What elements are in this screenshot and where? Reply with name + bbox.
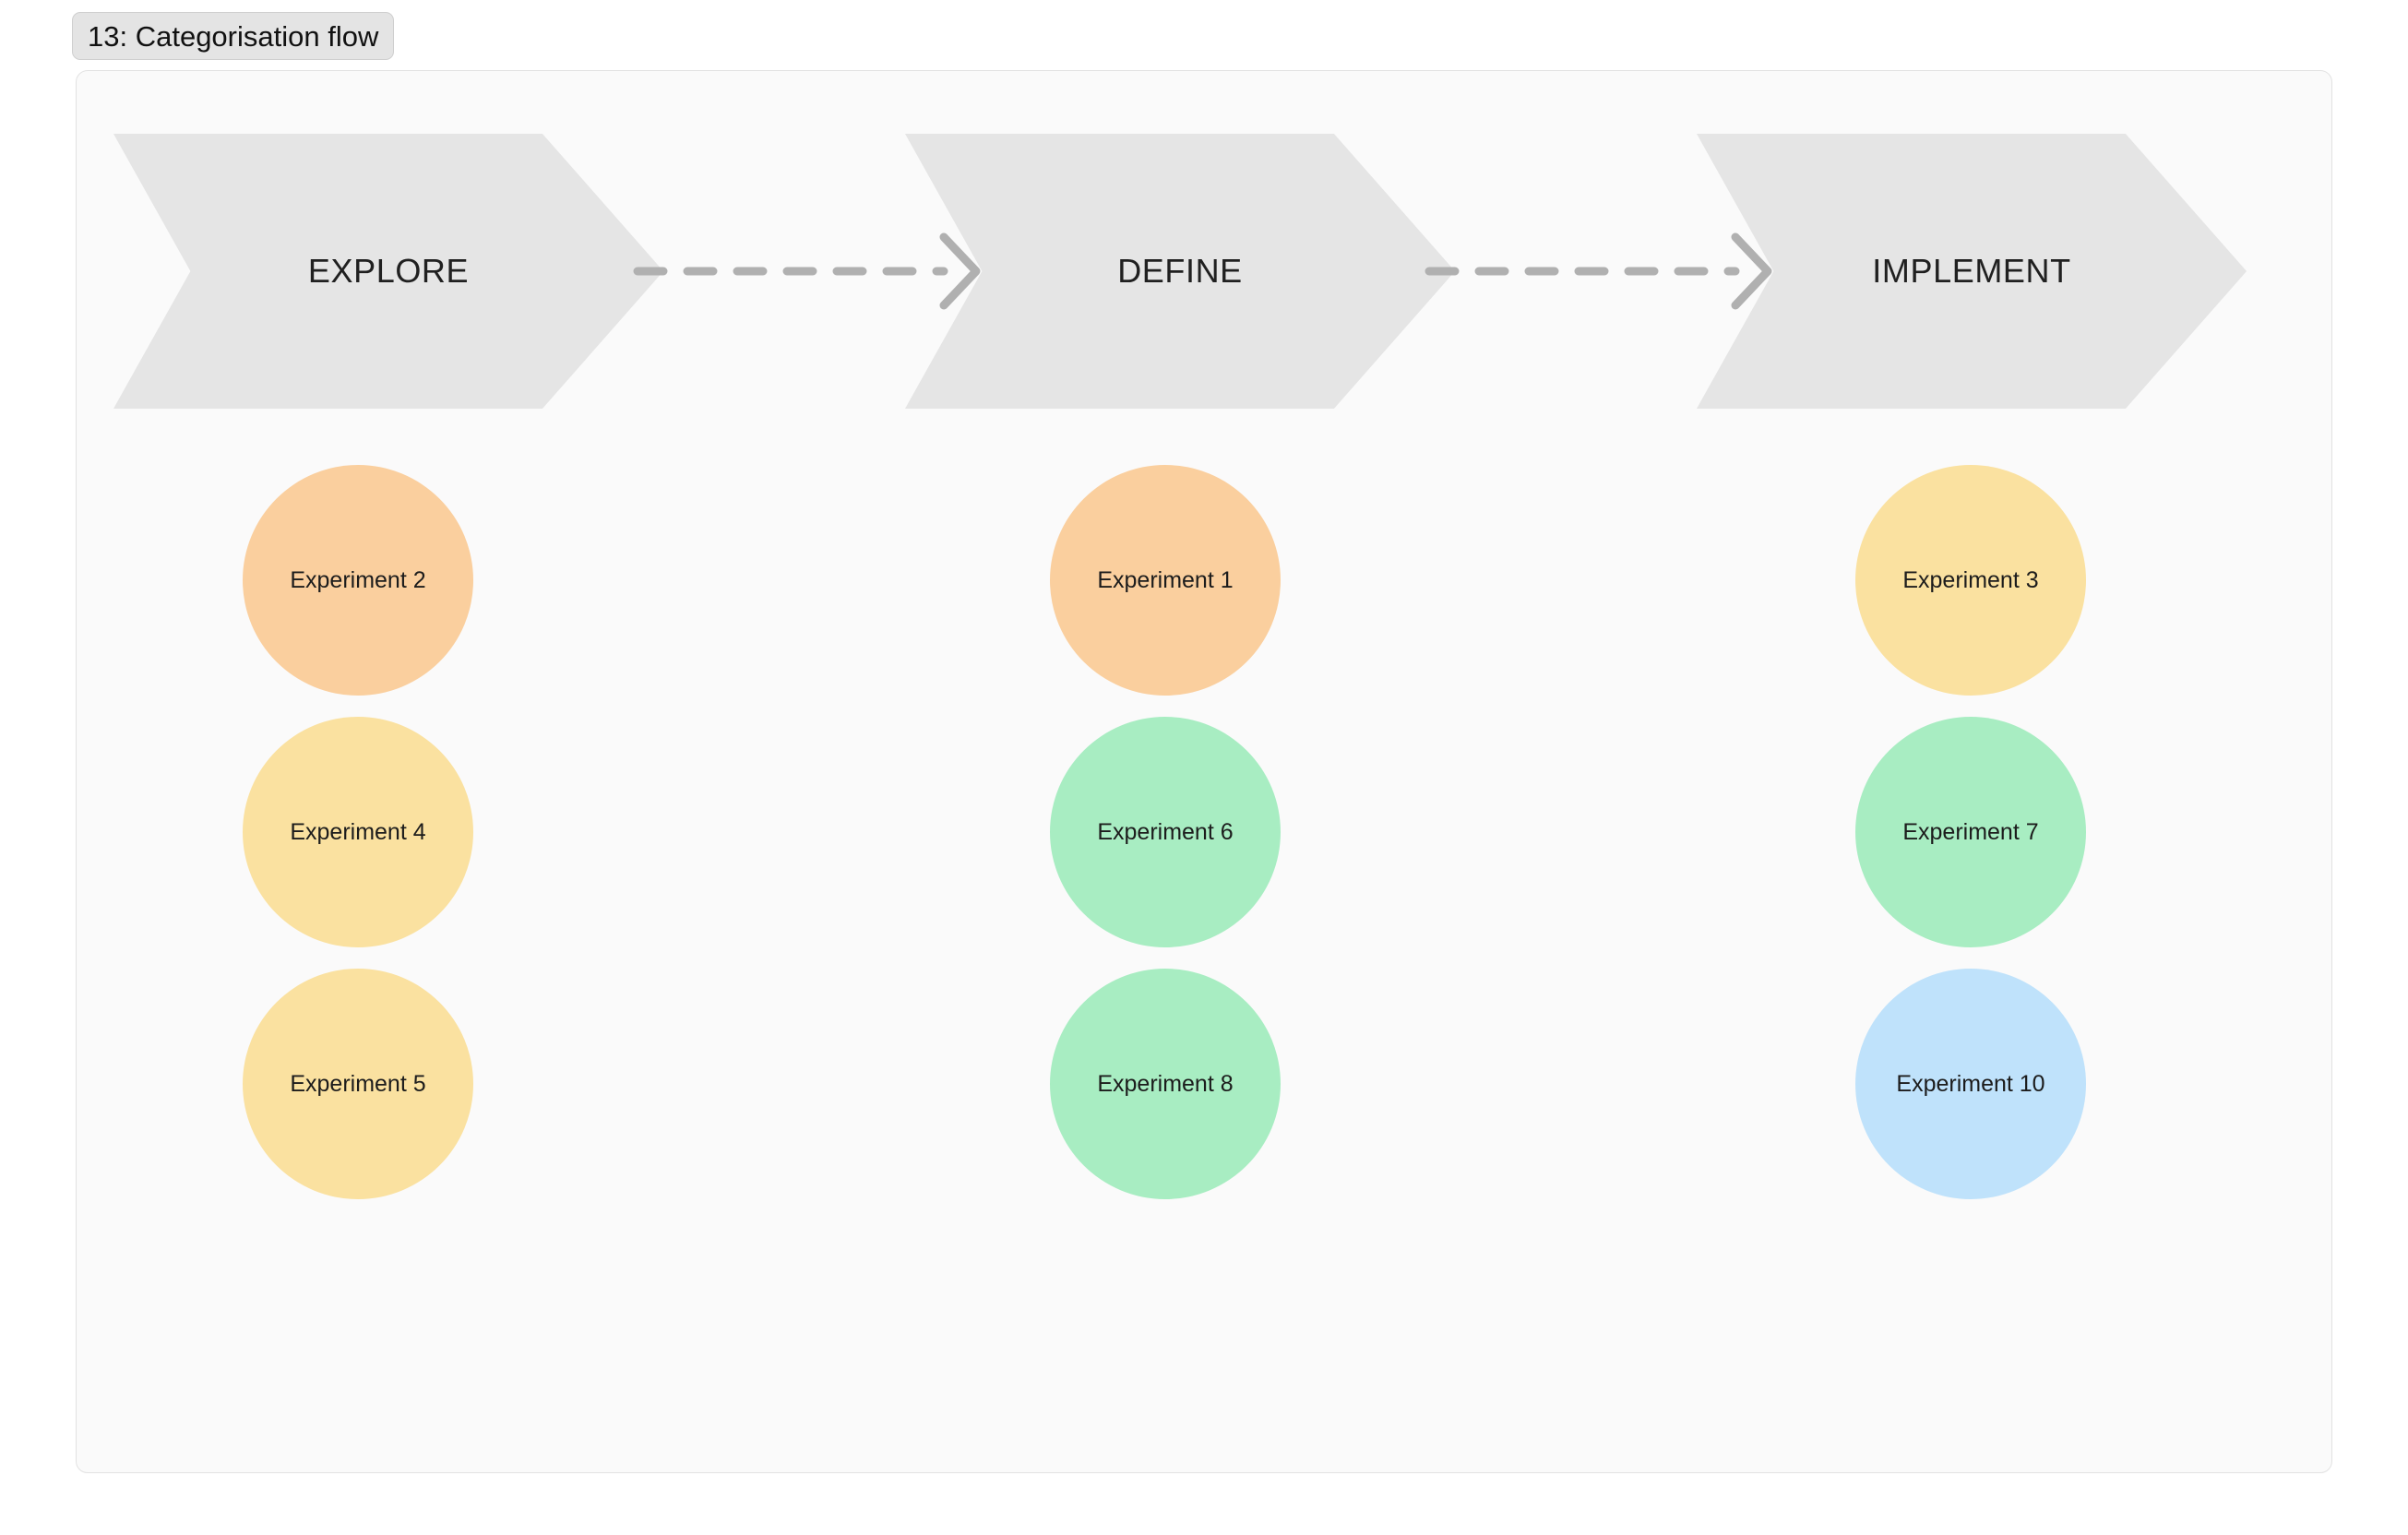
- experiment-circle[interactable]: Experiment 10: [1855, 969, 2086, 1199]
- experiment-circle[interactable]: Experiment 4: [243, 717, 473, 947]
- experiment-circle[interactable]: Experiment 8: [1050, 969, 1281, 1199]
- stage-banner-explore[interactable]: EXPLORE: [113, 134, 663, 409]
- experiment-label: Experiment 3: [1902, 566, 2039, 593]
- stage-banner-implement[interactable]: IMPLEMENT: [1697, 134, 2247, 409]
- stage-label-define: DEFINE: [1117, 252, 1243, 290]
- stage-banner-define[interactable]: DEFINE: [905, 134, 1455, 409]
- experiment-label: Experiment 4: [290, 818, 426, 845]
- experiment-label: Experiment 10: [1896, 1070, 2045, 1097]
- stage-banner-shape: [905, 134, 1455, 409]
- experiment-circle[interactable]: Experiment 3: [1855, 465, 2086, 696]
- stage-banner-row: EXPLORE DEFINE IMPLEMENT: [77, 134, 2331, 411]
- stage-label-implement: IMPLEMENT: [1872, 252, 2071, 290]
- diagram-canvas: EXPLORE DEFINE IMPLEMENT Experiment 2 Ex…: [76, 70, 2332, 1473]
- experiment-circle[interactable]: Experiment 1: [1050, 465, 1281, 696]
- experiment-label: Experiment 1: [1097, 566, 1234, 593]
- stage-banner-shape: [1697, 134, 2247, 409]
- experiment-circle[interactable]: Experiment 7: [1855, 717, 2086, 947]
- experiment-label: Experiment 6: [1097, 818, 1234, 845]
- experiment-label: Experiment 2: [290, 566, 426, 593]
- panel-title-label: 13: Categorisation flow: [88, 19, 379, 53]
- experiment-label: Experiment 8: [1097, 1070, 1234, 1097]
- panel-title-tab[interactable]: 13: Categorisation flow: [72, 12, 395, 60]
- experiment-circle[interactable]: Experiment 6: [1050, 717, 1281, 947]
- stage-banner-shape: [113, 134, 663, 409]
- stage-label-explore: EXPLORE: [307, 252, 470, 290]
- experiment-circle[interactable]: Experiment 2: [243, 465, 473, 696]
- experiment-label: Experiment 5: [290, 1070, 426, 1097]
- experiment-grid: Experiment 2 Experiment 4 Experiment 5 E…: [77, 440, 2331, 1270]
- experiment-circle[interactable]: Experiment 5: [243, 969, 473, 1199]
- experiment-label: Experiment 7: [1902, 818, 2039, 845]
